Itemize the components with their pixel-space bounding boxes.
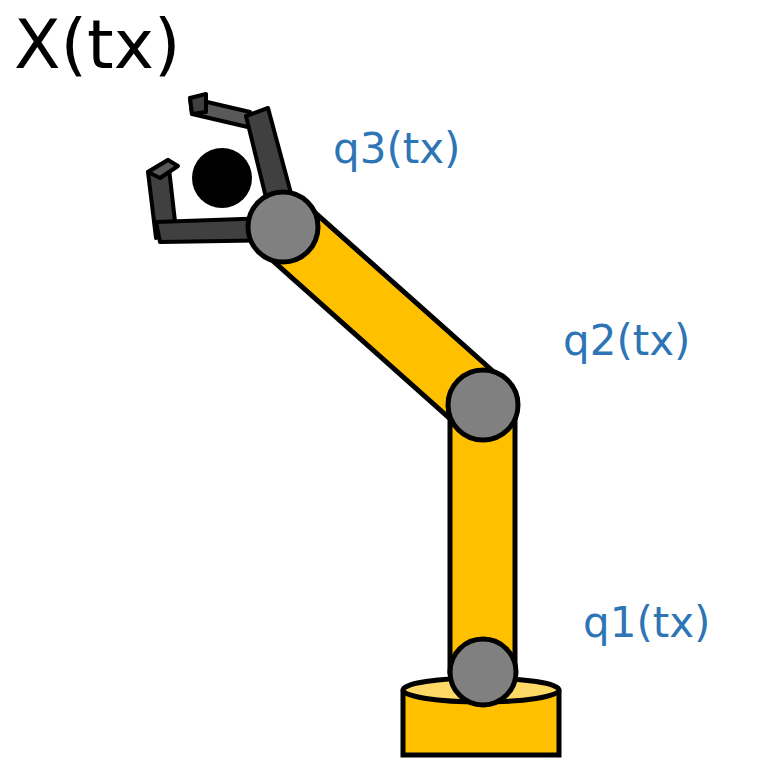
joint-q1	[450, 639, 516, 705]
joint-label: q2(tx)	[563, 318, 690, 364]
end-effector-label: X(tx)	[14, 8, 181, 83]
joint-q3	[248, 192, 318, 262]
joint-label: q1(tx)	[583, 600, 710, 646]
joint-label: q3(tx)	[333, 126, 460, 172]
lower-link	[450, 405, 515, 672]
joint-q2	[448, 370, 518, 440]
